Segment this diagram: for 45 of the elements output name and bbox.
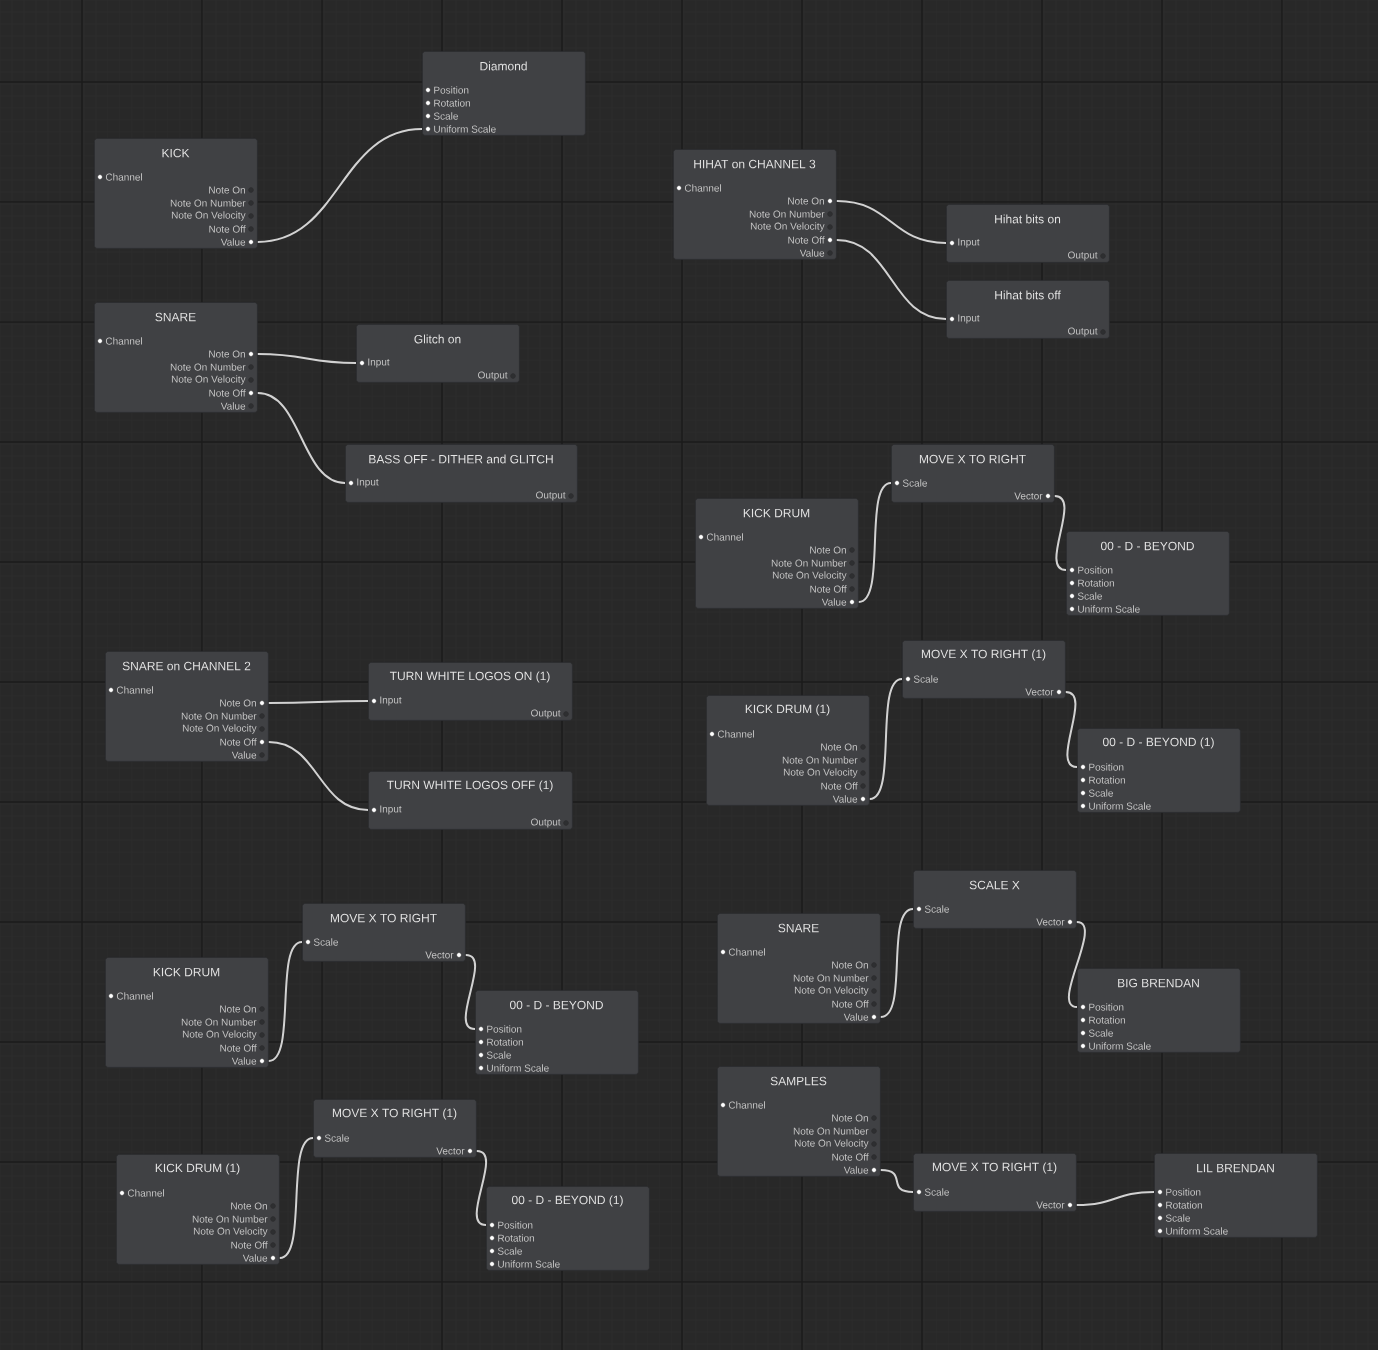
connection-wire	[256, 128, 423, 243]
connection-wire	[256, 353, 357, 364]
node-box: SCALE X Scale Vector	[913, 870, 1077, 929]
node-box: HIHAT on CHANNEL 3 Channel Note On Note On Number Note On Velocity Note Off Value	[673, 149, 837, 260]
connection-wire	[464, 954, 477, 1030]
node-box: MOVE X TO RIGHT Scale Vector	[302, 903, 466, 962]
node-box: Glitch on Input Output	[356, 324, 520, 383]
node-box: LIL BRENDAN Position Rotation Scale Uniform Scale	[1154, 1153, 1318, 1238]
connection-wire	[267, 741, 369, 811]
node-box: KICK Channel Note On Note On Number Note On Velocity Note Off Value	[94, 138, 258, 249]
node-box: KICK DRUM (1) Channel Note On Note On Number Note On Velocity Note Off Value	[706, 695, 870, 806]
node-box: Hihat bits off Input Output	[946, 280, 1110, 339]
node-box: SAMPLES Channel Note On Note On Number Note On Velocity Note Off Value	[717, 1066, 881, 1177]
connection-wire	[868, 678, 903, 800]
node-box: MOVE X TO RIGHT Scale Vector	[891, 444, 1055, 503]
connection-wire	[835, 200, 947, 244]
node-box: TURN WHITE LOGOS ON (1) Input Output	[368, 662, 573, 721]
node-box: Hihat bits on Input Output	[946, 204, 1110, 263]
node-box: MOVE X TO RIGHT (1) Scale Vector	[313, 1099, 477, 1158]
node-box: Diamond Position Rotation Scale Uniform Scale	[422, 51, 586, 136]
node-box: BIG BRENDAN Position Rotation Scale Uniform Scale	[1077, 968, 1241, 1053]
node-box: TURN WHITE LOGOS OFF (1) Input Output	[368, 771, 573, 830]
node-box: KICK DRUM Channel Note On Note On Number Note On Velocity Note Off Value	[105, 957, 269, 1068]
node-box: 00 - D - BEYOND (1) Position Rotation Scale Uniform Scale	[486, 1186, 650, 1271]
node-box: KICK DRUM Channel Note On Note On Number Note On Velocity Note Off Value	[695, 498, 859, 609]
connection-wire	[278, 1137, 314, 1259]
node-box: MOVE X TO RIGHT (1) Scale Vector	[913, 1153, 1077, 1212]
node-box: MOVE X TO RIGHT (1) Scale Vector	[902, 640, 1066, 699]
connection-wire	[879, 1169, 914, 1193]
connection-wire	[256, 392, 346, 484]
connection-wire	[879, 908, 914, 1018]
node-box: BASS OFF - DITHER and GLITCH Input Output	[345, 444, 578, 503]
connection-wire	[267, 700, 369, 704]
node-box: 00 - D - BEYOND (1) Position Rotation Scale Uniform Scale	[1077, 728, 1241, 813]
connection-wire	[835, 239, 947, 320]
connection-wire	[267, 941, 303, 1062]
node-box: SNARE Channel Note On Note On Number Note On Velocity Note Off Value	[94, 302, 258, 413]
node-box: 00 - D - BEYOND Position Rotation Scale Uniform Scale	[1066, 531, 1230, 616]
node-box: SNARE on CHANNEL 2 Channel Note On Note On Number Note On Velocity Note Off Value	[105, 651, 269, 762]
connection-wire	[1075, 1191, 1155, 1206]
node-box: 00 - D - BEYOND Position Rotation Scale Uniform Scale	[475, 990, 639, 1075]
node-box: KICK DRUM (1) Channel Note On Note On Number Note On Velocity Note Off Value	[116, 1154, 280, 1265]
connection-wire	[857, 482, 892, 603]
node-box: SNARE Channel Note On Note On Number Note On Velocity Note Off Value	[717, 913, 881, 1024]
connection-wire	[1053, 495, 1067, 571]
